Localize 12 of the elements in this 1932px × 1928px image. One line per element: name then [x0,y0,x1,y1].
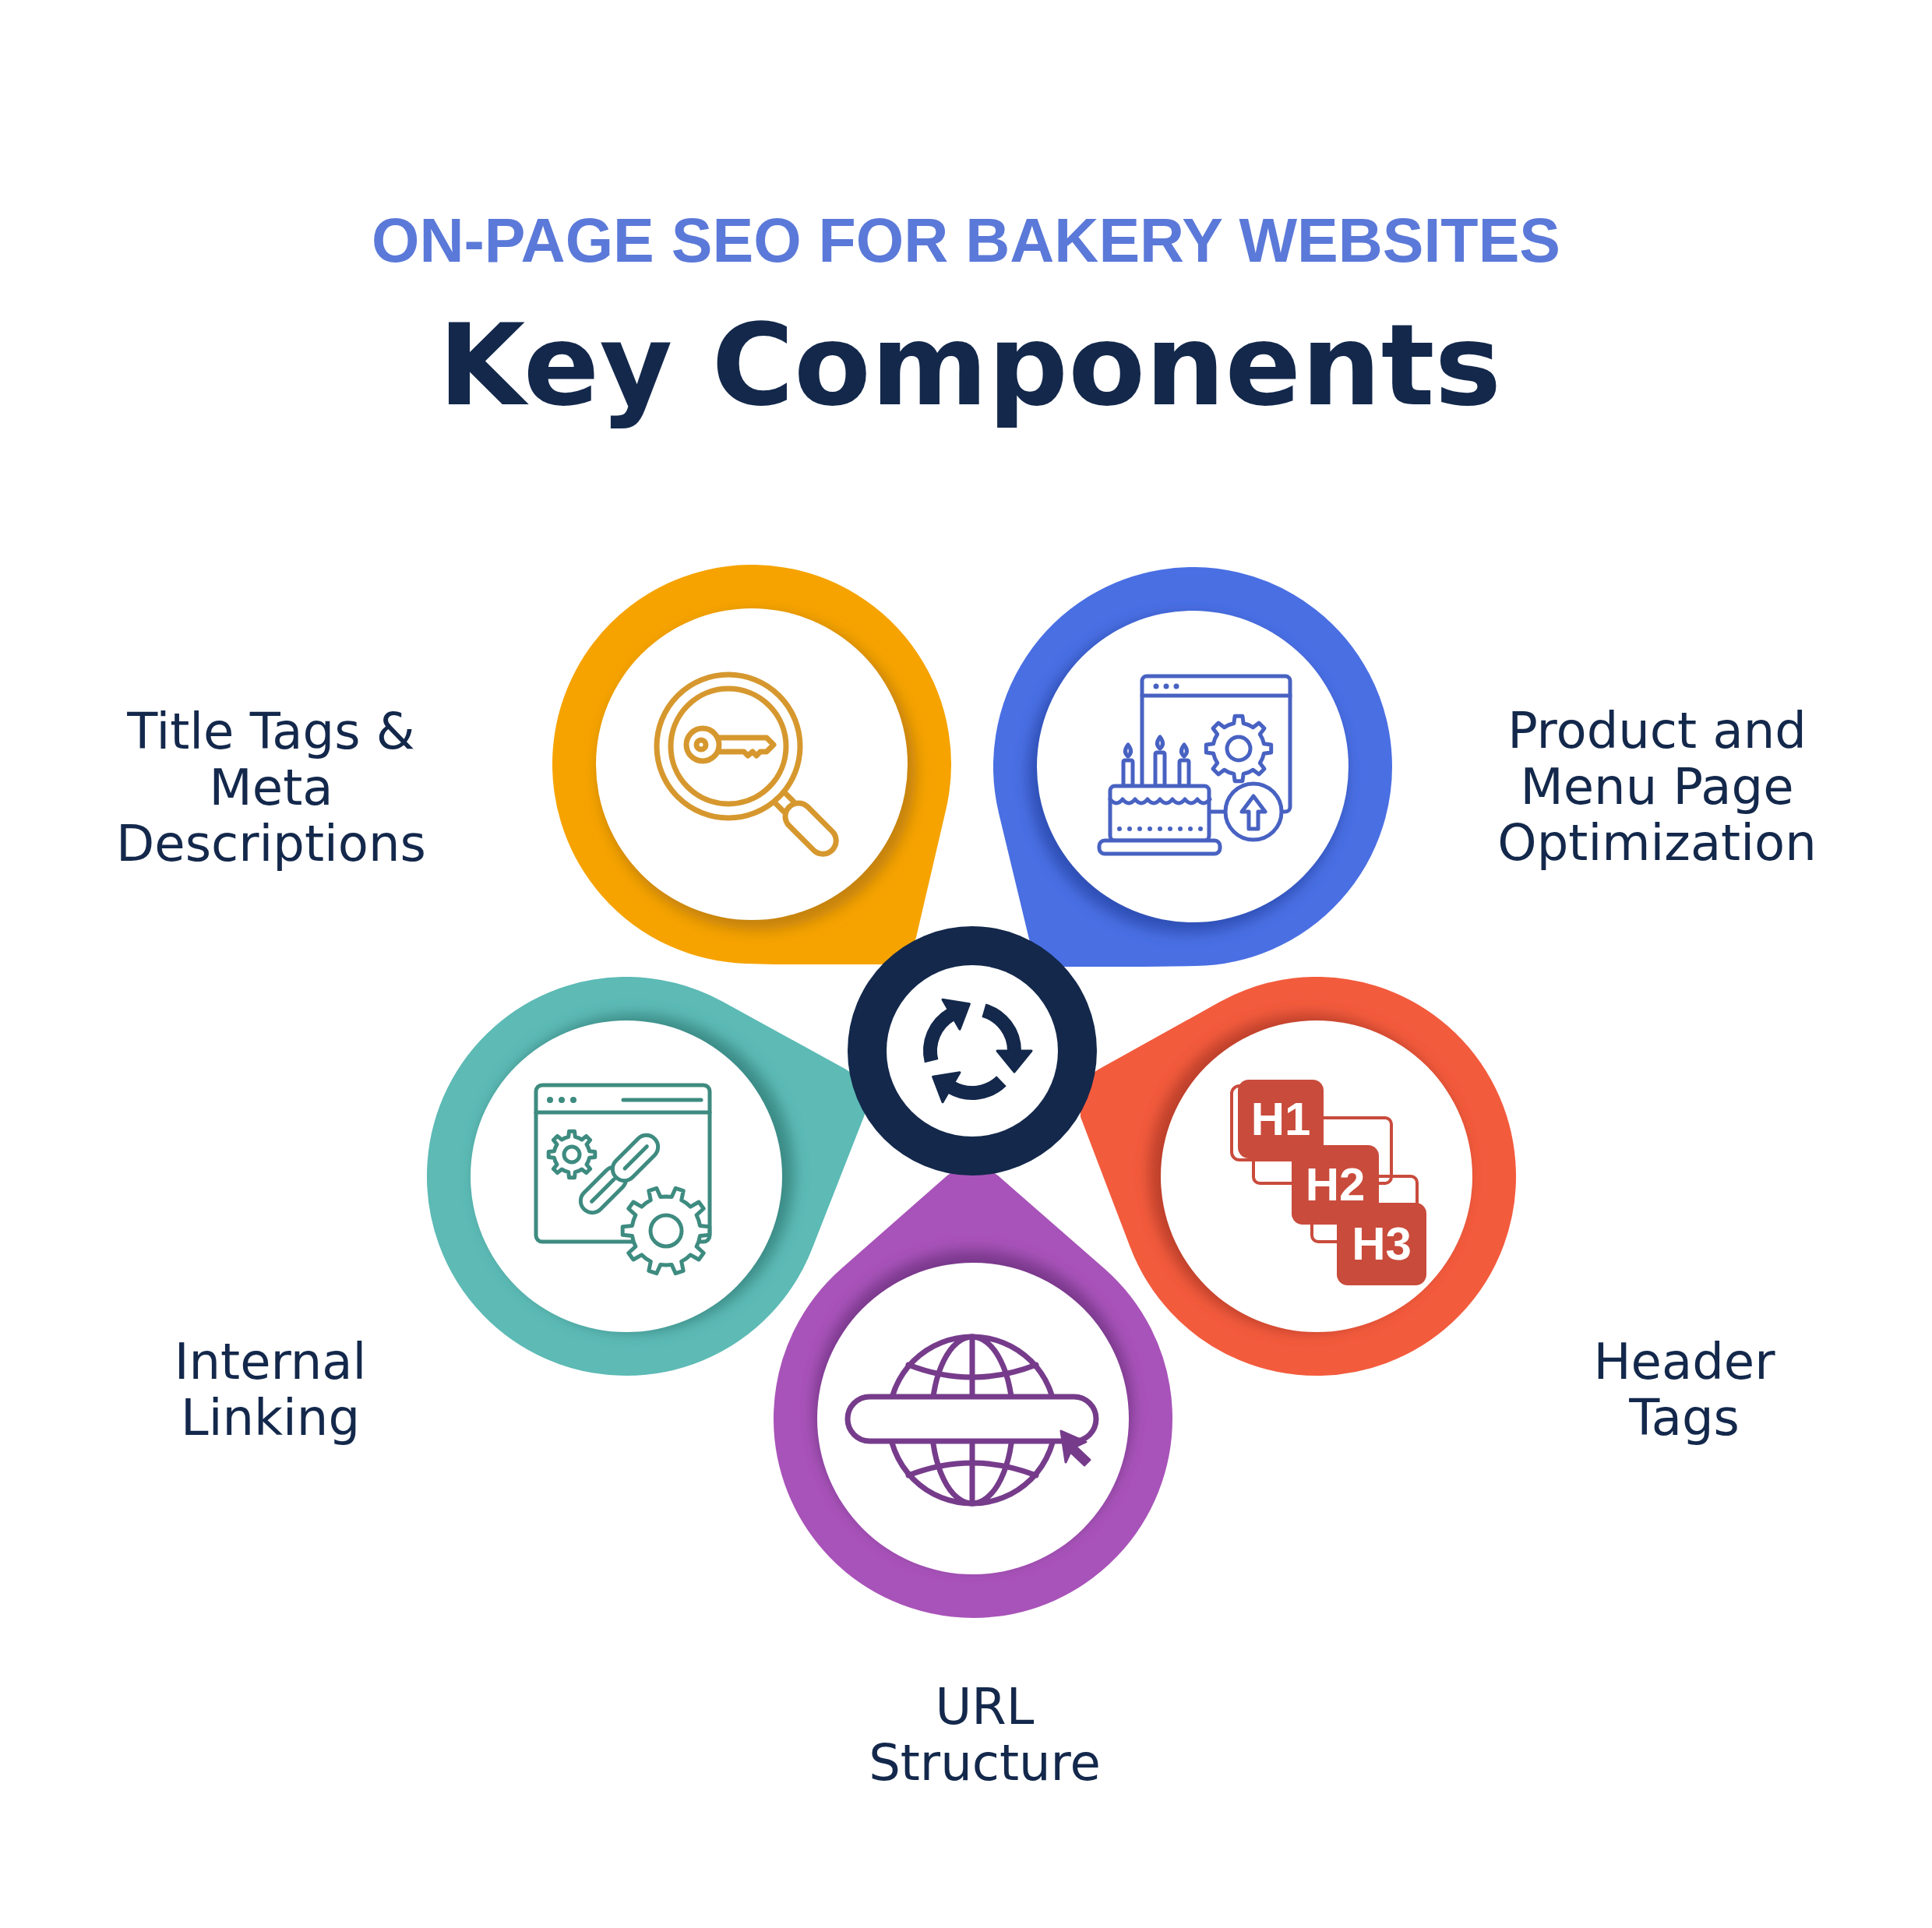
teardrop-ring [993,567,1393,967]
heading-level-tag: H1 [1238,1080,1324,1158]
component-label: Header Tags [1593,1334,1775,1446]
heading: Key Components [438,299,1502,432]
component-label: Product and Menu Page Optimization [1497,703,1817,871]
component-label: Title Tags & Meta Descriptions [116,703,426,872]
teardrop-ring [552,565,952,964]
component-label: Internal Linking [174,1334,367,1446]
subtitle: ON-PAGE SEO FOR BAKERY WEBSITES [372,206,1560,277]
hub-ring [848,926,1098,1176]
component-label: URL Structure [869,1679,1101,1791]
heading-level-tag: H3 [1337,1203,1426,1285]
